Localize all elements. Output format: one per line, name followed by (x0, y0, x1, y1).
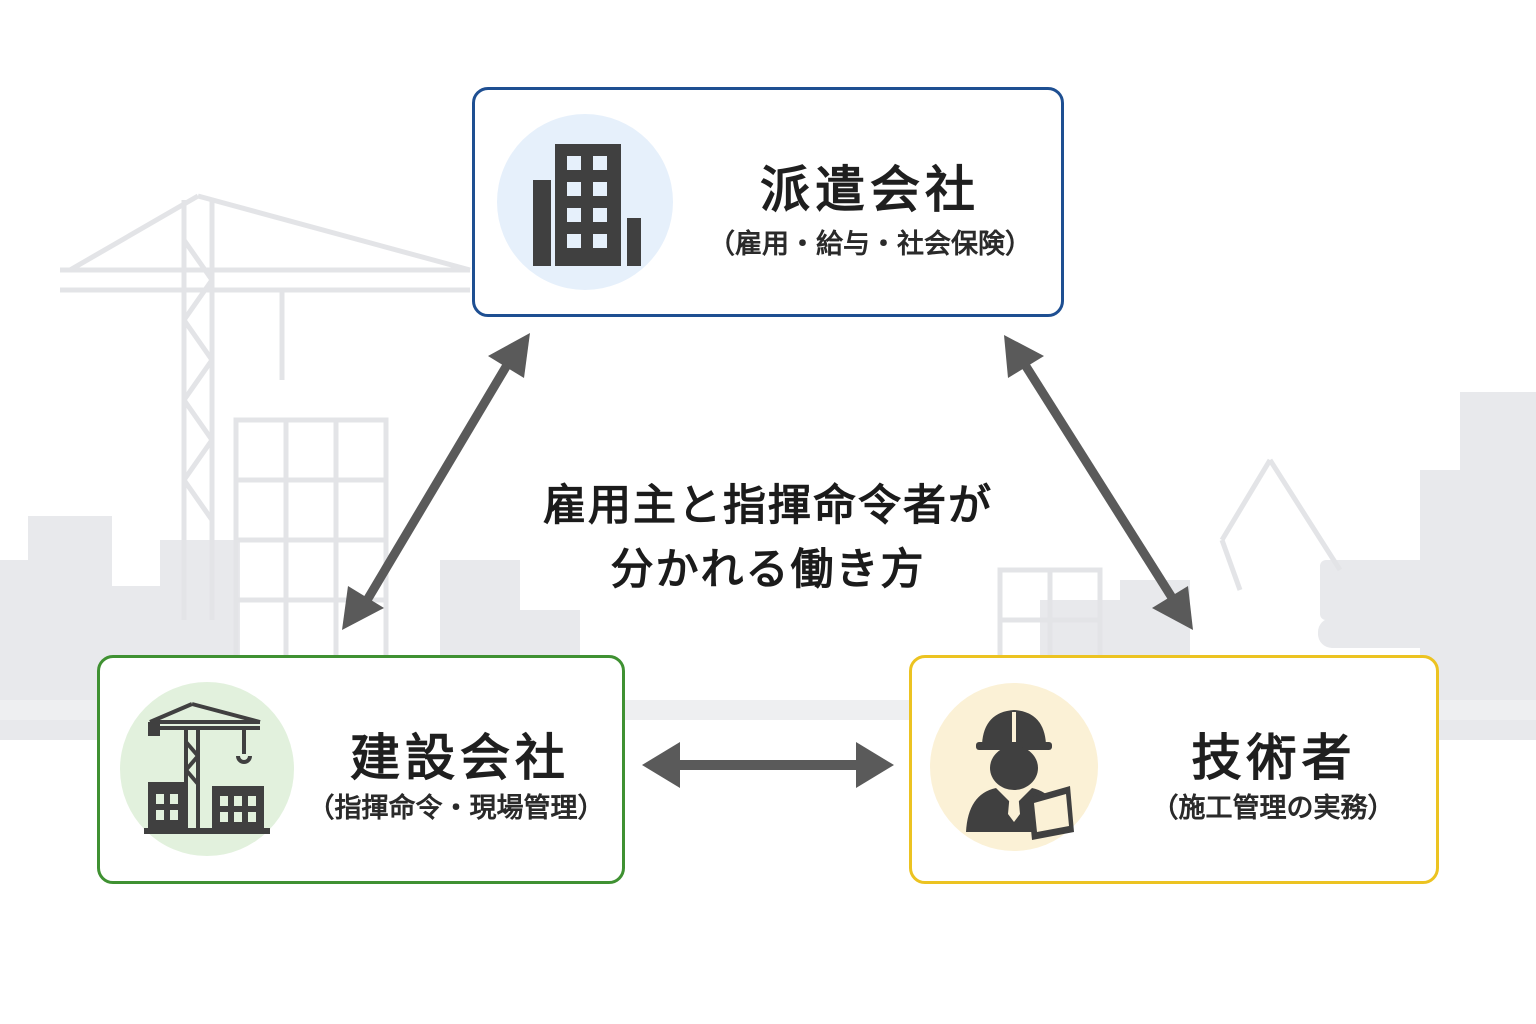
node-title: 技術者 (1191, 729, 1357, 787)
node-title: 派遣会社 (760, 161, 980, 219)
arrow-dispatch-construction (342, 333, 530, 630)
node-construction-company: 建設会社 （指揮命令・現場管理） (97, 655, 625, 884)
node-subtitle: （指揮命令・現場管理） (307, 793, 605, 824)
node-title: 建設会社 (350, 729, 570, 787)
center-label-line2: 分かれる働き方 (610, 545, 926, 595)
center-label: 雇用主と指揮命令者が 分かれる働き方 (490, 474, 1046, 602)
icon-circle-construction (120, 682, 294, 856)
arrow-construction-engineer (642, 742, 894, 788)
arrow-dispatch-engineer (1004, 335, 1193, 630)
node-engineer: 技術者 （施工管理の実務） (909, 655, 1439, 884)
icon-circle-engineer (930, 682, 1098, 852)
office-building-icon (497, 114, 673, 290)
node-dispatch-company: 派遣会社 （雇用・給与・社会保険） (472, 87, 1064, 317)
icon-circle-dispatch (497, 114, 673, 290)
node-subtitle: （施工管理の実務） (1151, 793, 1395, 824)
node-subtitle: （雇用・給与・社会保険） (708, 229, 1032, 260)
crane-site-icon (120, 682, 294, 856)
center-label-line1: 雇用主と指揮命令者が (543, 481, 993, 531)
worker-helmet-tablet-icon (930, 683, 1098, 851)
